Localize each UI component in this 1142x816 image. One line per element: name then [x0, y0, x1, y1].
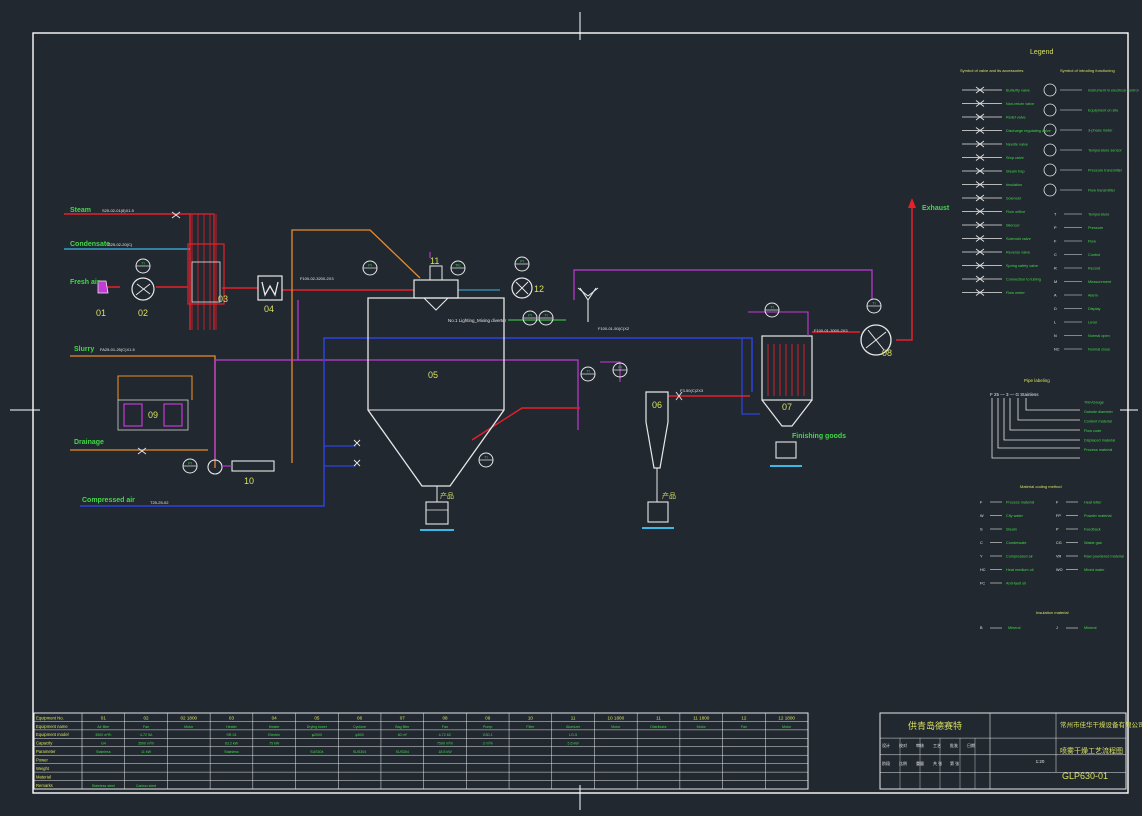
instrument-tag: TI	[872, 302, 875, 306]
instr-line-top	[573, 269, 873, 300]
pipe-heater-10	[231, 460, 275, 472]
instrument-bubble: PI	[182, 458, 198, 474]
legend-valve-icon	[975, 221, 985, 229]
bag-filter-hopper	[761, 399, 813, 427]
legend-instr-icon	[1043, 83, 1057, 97]
receiver-2	[647, 501, 669, 523]
instrument-bubble: PI	[522, 310, 538, 326]
receiver-1	[425, 501, 449, 525]
atomizer-motor	[429, 265, 443, 281]
instrument-tag: PI	[520, 260, 523, 264]
legend-valve-icon	[975, 208, 985, 215]
legend-instr-icon	[1043, 143, 1057, 157]
cyclone-06	[645, 391, 669, 469]
legend-valve-icon	[975, 289, 985, 296]
table-border	[33, 712, 809, 790]
instrument-bubble: PI	[514, 256, 530, 272]
heater-w-icon	[261, 281, 279, 297]
drawing-frame	[32, 32, 1129, 794]
instrument-bubble: TIC	[450, 260, 466, 276]
instrument-tag: PI	[368, 264, 371, 268]
purge-pipe	[748, 311, 809, 336]
vent-y	[577, 287, 599, 297]
instrument-bubble: TI	[866, 298, 882, 314]
legend-valve-icon	[975, 127, 985, 134]
orange-duct	[291, 229, 421, 463]
instr-line-2	[429, 252, 621, 382]
mixing-line	[579, 287, 597, 322]
legend-valve-icon	[975, 86, 985, 94]
exhaust-fan-blade	[865, 329, 887, 351]
instrument-tag: PI	[528, 314, 531, 318]
steam-line	[64, 213, 191, 330]
filter-09b	[163, 403, 183, 427]
electric-heater-04	[257, 275, 283, 301]
legend-symbols	[962, 83, 1082, 629]
exhaust-fan-08	[860, 324, 892, 356]
fan-12	[511, 277, 533, 299]
legend-valve-icon	[975, 275, 985, 283]
instrument-tag: TIC	[455, 264, 461, 268]
instrument-bubble: PI	[612, 362, 628, 378]
fan-12-blade	[515, 281, 529, 295]
bag-filter-07	[761, 335, 813, 401]
pipe-label-bracket	[991, 398, 1080, 459]
legend-valve-icon	[975, 167, 985, 175]
instrument-tag: TI	[544, 314, 547, 318]
slurry-branch	[117, 375, 193, 400]
instrument-bubble: TI	[135, 258, 151, 274]
fan-02-blade	[135, 283, 151, 296]
pump-10	[207, 459, 223, 475]
instrument-tag: TI	[141, 262, 144, 266]
tower-outlet-line	[471, 407, 580, 441]
legend-instr-icon	[1043, 103, 1057, 117]
air-filter-01	[97, 280, 109, 294]
atomizer-11-cone	[423, 297, 449, 311]
instrument-bubble: PI	[362, 260, 378, 276]
legend-valve-icon	[975, 262, 985, 269]
feed-line	[214, 359, 298, 460]
legend-valve-icon	[975, 181, 985, 188]
bag-filter-bags	[767, 344, 805, 396]
exhaust-line	[896, 200, 913, 341]
title-block-border	[879, 712, 1127, 790]
compressed-air-branch	[324, 338, 760, 467]
legend-valve-icon	[975, 194, 985, 202]
heater-03-coils	[191, 214, 217, 330]
legend-valve-icon	[975, 154, 985, 161]
instrument-bubble: TI	[478, 452, 494, 468]
compressed-air-line	[80, 337, 753, 507]
fan-02	[131, 277, 155, 301]
instrument-bubble: TI	[764, 302, 780, 318]
heater-03	[187, 243, 225, 305]
equipment-table	[33, 712, 809, 790]
legend-valve-icon	[975, 140, 985, 148]
valves	[137, 211, 683, 467]
instrument-tag: TI	[770, 306, 773, 310]
hot-air-line	[222, 287, 414, 291]
filter-09a	[123, 403, 143, 427]
receiver-3	[775, 441, 797, 459]
filter-09-frame	[117, 399, 189, 431]
legend-instr-icon	[1043, 183, 1057, 197]
instrument-bubbles: TI PI TIC PI TI PI TI PI TI PI TI TI	[135, 256, 882, 474]
title-block	[879, 712, 1127, 790]
feed-line-2	[297, 300, 579, 430]
exhaust-arrow	[908, 198, 916, 208]
legend-valve-icon	[975, 113, 985, 121]
legend-instr-icon	[1043, 163, 1057, 177]
instrument-bubble: TI	[538, 310, 554, 326]
instrument-tag: TI	[586, 370, 589, 374]
instrument-tag: PI	[618, 366, 621, 370]
legend-valve-icon	[975, 248, 985, 256]
instrument-tag: TI	[484, 456, 487, 460]
atomizer-11	[413, 279, 459, 299]
legend-instr-icon	[1043, 123, 1057, 137]
legend-valve-icon	[975, 235, 985, 242]
heater-03-core	[191, 261, 221, 303]
instrument-bubble: TI	[580, 366, 596, 382]
instrument-tag: PI	[188, 462, 191, 466]
legend-valve-icon	[975, 100, 985, 107]
